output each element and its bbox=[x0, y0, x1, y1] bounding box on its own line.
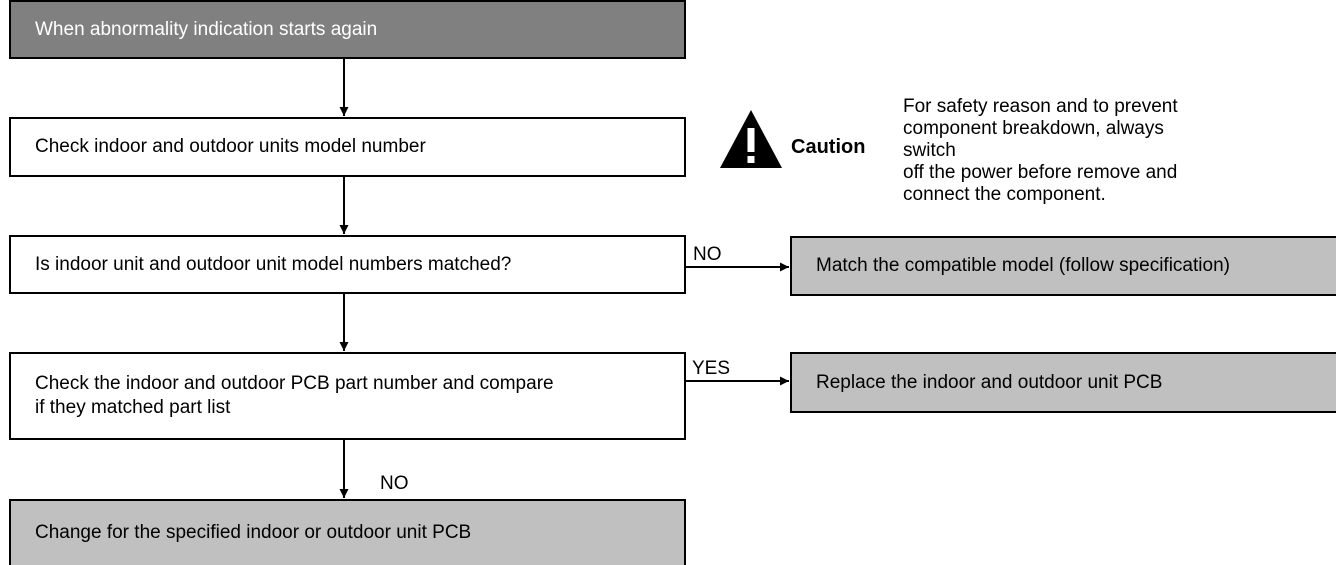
caution-message-line2: component breakdown, always switch bbox=[903, 118, 1164, 161]
branch-label-no-models: NO bbox=[693, 244, 722, 265]
replace-action-text: Replace the indoor and outdoor unit PCB bbox=[816, 371, 1163, 393]
match-action-box: Match the compatible model (follow speci… bbox=[790, 236, 1336, 296]
check-models-text: Check indoor and outdoor units model num… bbox=[35, 136, 426, 157]
question-pcb-text-line1: Check the indoor and outdoor PCB part nu… bbox=[35, 373, 554, 394]
branch-label-no-pcb: NO bbox=[380, 473, 409, 494]
caution-message-line4: connect the component. bbox=[903, 184, 1106, 205]
caution-message-line1: For safety reason and to prevent bbox=[903, 96, 1178, 117]
branch-label-yes-pcb: YES bbox=[692, 358, 731, 379]
caution-message: For safety reason and to prevent compone… bbox=[903, 96, 1213, 206]
question-models-box: Is indoor unit and outdoor unit model nu… bbox=[9, 235, 686, 294]
question-pcb-box: Check the indoor and outdoor PCB part nu… bbox=[9, 352, 686, 440]
check-models-box: Check indoor and outdoor units model num… bbox=[9, 117, 686, 177]
caution-label: Caution bbox=[791, 136, 866, 158]
final-action-box: Change for the specified indoor or outdo… bbox=[9, 499, 686, 565]
start-text: When abnormality indication starts again bbox=[35, 18, 378, 40]
match-action-text: Match the compatible model (follow speci… bbox=[816, 255, 1230, 276]
question-pcb-text-line2: if they matched part list bbox=[35, 397, 231, 418]
start-box: When abnormality indication starts again bbox=[9, 0, 686, 59]
warning-triangle-icon bbox=[720, 110, 782, 168]
question-models-text: Is indoor unit and outdoor unit model nu… bbox=[35, 253, 512, 275]
replace-action-box: Replace the indoor and outdoor unit PCB bbox=[790, 352, 1336, 413]
caution-message-line3: off the power before remove and bbox=[903, 162, 1178, 183]
final-action-text: Change for the specified indoor or outdo… bbox=[35, 522, 472, 543]
